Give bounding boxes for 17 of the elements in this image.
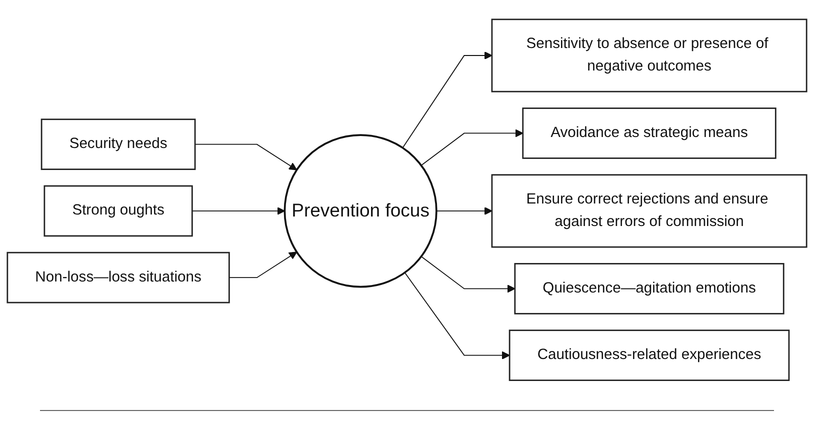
node-box: Sensitivity to absence or presence of negative outcomes <box>491 18 808 92</box>
node-box: Non-loss—loss situations <box>6 252 230 304</box>
arrow <box>404 272 510 360</box>
arrow <box>436 207 492 216</box>
arrow <box>228 252 298 278</box>
node-box: Avoidance as strategic means <box>522 108 776 160</box>
arrow <box>420 256 516 293</box>
node-box: Quiescence—agitation emotions <box>514 263 784 314</box>
arrow <box>420 129 524 166</box>
arrow <box>402 52 492 148</box>
node-box: Strong oughts <box>44 185 193 237</box>
arrow <box>192 207 286 216</box>
node-box: Cautiousness-related experiences <box>508 330 790 382</box>
node-box: Ensure correct rejections and ensure against errors of commission <box>491 174 808 248</box>
node-circle: Prevention focus <box>284 134 438 288</box>
node-box: Security needs <box>40 118 196 170</box>
arrow <box>194 144 298 170</box>
